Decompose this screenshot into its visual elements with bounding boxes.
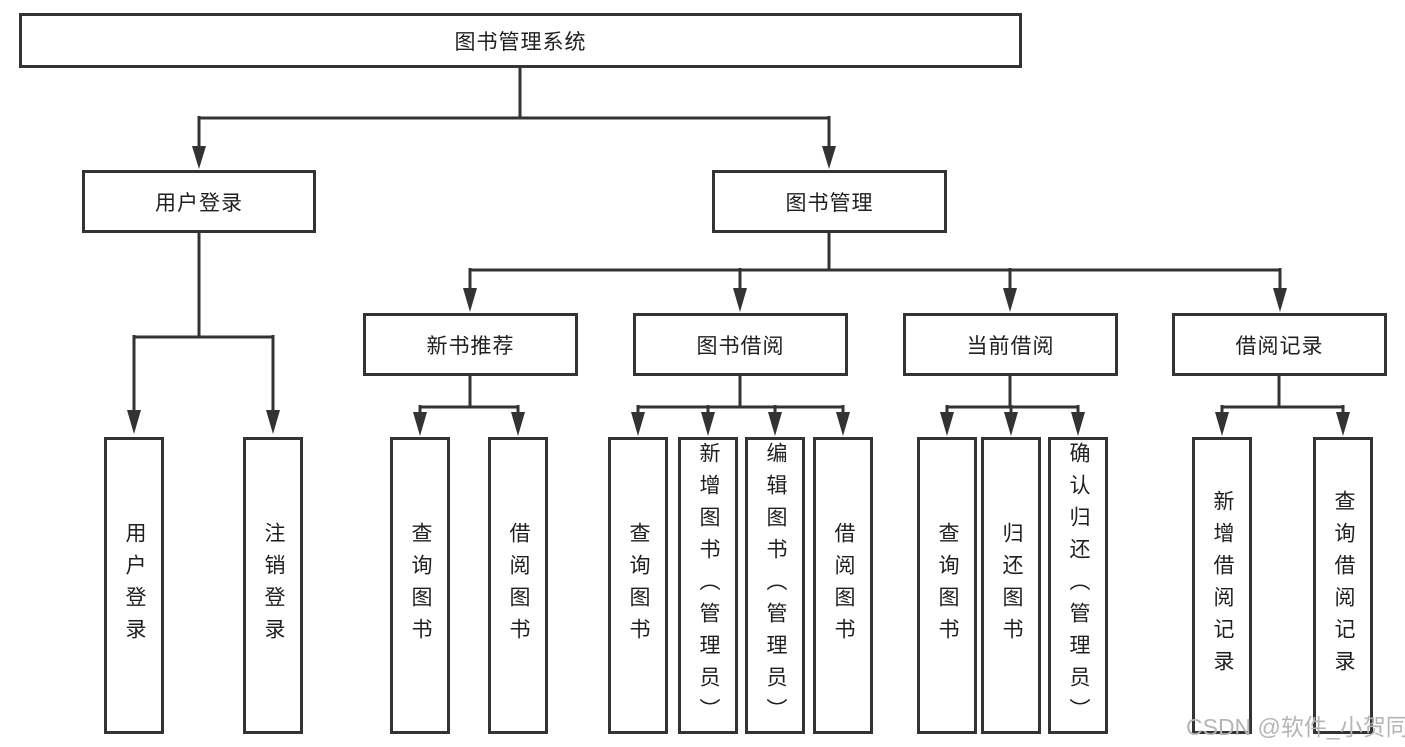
leaf-label: 查询图书 [627, 521, 650, 650]
leaf-add-book-admin: 新增图书（管理员） [678, 437, 738, 734]
csdn-watermark: CSDN @软件_小贺同学 [1186, 714, 1405, 740]
leaf-label: 编辑图书（管理员） [764, 441, 787, 730]
leaf-label: 新增图书（管理员） [697, 441, 720, 730]
leaf-edit-book-admin: 编辑图书（管理员） [745, 437, 805, 734]
leaf-query-book-current: 查询图书 [917, 437, 977, 734]
node-label: 图书管理系统 [454, 30, 587, 54]
leaf-confirm-return-admin: 确认归还（管理员） [1048, 437, 1108, 734]
connector-newbook-to-leaves [413, 376, 525, 436]
node-borrow-records: 借阅记录 [1172, 313, 1387, 376]
node-label: 图书管理 [785, 191, 874, 215]
leaf-label: 查询借阅记录 [1332, 489, 1355, 682]
node-label: 当前借阅 [966, 334, 1055, 358]
node-book-borrow: 图书借阅 [633, 313, 848, 376]
node-label: 借阅记录 [1235, 334, 1324, 358]
leaf-label: 借阅图书 [832, 521, 855, 650]
leaf-label: 新增借阅记录 [1211, 489, 1234, 682]
leaf-label: 借阅图书 [507, 521, 530, 650]
leaf-query-book-borrow: 查询图书 [608, 437, 668, 734]
leaf-borrow-book: 借阅图书 [813, 437, 873, 734]
node-new-book-recommend: 新书推荐 [363, 313, 578, 376]
leaf-borrow-book-recommend: 借阅图书 [488, 437, 548, 734]
node-book-management: 图书管理 [712, 170, 947, 233]
leaf-label: 归还图书 [1000, 521, 1023, 650]
node-current-borrow: 当前借阅 [903, 313, 1118, 376]
connector-records-to-leaves [1215, 376, 1350, 436]
node-label: 图书借阅 [696, 334, 785, 358]
leaf-query-borrow-record: 查询借阅记录 [1313, 437, 1373, 734]
leaf-query-book-recommend: 查询图书 [390, 437, 450, 734]
leaf-logout: 注销登录 [243, 437, 303, 734]
connector-borrow-to-leaves [631, 376, 850, 436]
node-user-login: 用户登录 [82, 170, 316, 233]
node-system-root: 图书管理系统 [19, 13, 1022, 68]
node-label: 用户登录 [155, 191, 243, 215]
connector-current-to-leaves [940, 376, 1085, 436]
leaf-return-book: 归还图书 [981, 437, 1041, 734]
connector-login-to-leaves [127, 233, 280, 434]
leaf-label: 确认归还（管理员） [1067, 441, 1090, 730]
leaf-user-login: 用户登录 [104, 437, 164, 734]
leaf-add-borrow-record: 新增借阅记录 [1192, 437, 1252, 734]
leaf-label: 查询图书 [936, 521, 959, 650]
node-label: 新书推荐 [426, 334, 515, 358]
connector-mgmt-to-sections [463, 233, 1287, 312]
leaf-label: 用户登录 [123, 521, 146, 650]
leaf-label: 查询图书 [409, 521, 432, 650]
leaf-label: 注销登录 [262, 521, 285, 650]
connector-root-to-branches [192, 68, 836, 169]
